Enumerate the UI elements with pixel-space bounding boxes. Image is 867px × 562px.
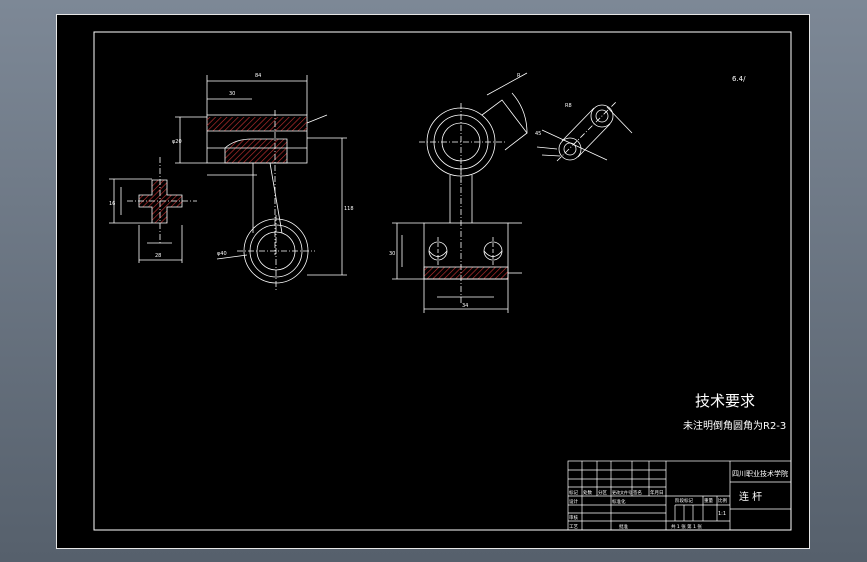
label-signature: 签名 (633, 489, 642, 496)
label-scale: 比例 (718, 497, 727, 504)
side-view (392, 72, 528, 313)
label-mark: 标记 (569, 489, 578, 496)
svg-text:34: 34 (462, 303, 468, 309)
drawing-canvas[interactable]: 84 30 φ20 118 φ40 16 28 34 30 R R8 45 6.… (57, 15, 811, 550)
svg-text:28: 28 (155, 253, 161, 259)
inner-frame (93, 31, 792, 531)
part-name: 连 杆 (739, 490, 762, 503)
tech-requirements-title: 技术要求 (695, 392, 755, 410)
scale-value: 1:1 (718, 511, 726, 517)
svg-text:84: 84 (255, 73, 261, 79)
svg-text:R8: R8 (565, 103, 572, 109)
title-block (567, 460, 792, 531)
label-zone: 分区 (598, 489, 607, 496)
cross-section-view (109, 157, 197, 263)
sheet-info: 共 1 张 第 1 张 (671, 523, 702, 530)
svg-text:30: 30 (389, 251, 395, 257)
tech-requirements-note: 未注明倒角圆角为R2-3 (683, 419, 786, 432)
svg-text:R: R (517, 73, 521, 79)
svg-text:45: 45 (535, 131, 541, 137)
label-standard: 标准化 (612, 498, 626, 505)
roughness-symbol: 6.4/ (732, 75, 746, 83)
label-change-doc: 更改文件号 (612, 489, 632, 495)
drawing-sheet[interactable]: 84 30 φ20 118 φ40 16 28 34 30 R R8 45 6.… (56, 14, 810, 549)
label-design: 设计 (569, 498, 578, 505)
label-process: 工艺 (569, 524, 578, 530)
school-name: 四川职业技术学院 (732, 469, 788, 478)
label-count: 处数 (583, 489, 592, 496)
svg-text:118: 118 (344, 206, 354, 212)
svg-text:φ40: φ40 (217, 251, 227, 257)
label-date: 年月日 (650, 489, 664, 496)
front-view (175, 75, 347, 290)
label-approve: 批准 (619, 523, 628, 530)
svg-text:φ20: φ20 (172, 139, 182, 145)
detail-view (536, 100, 633, 162)
label-review: 审核 (569, 514, 578, 521)
label-weight: 重量 (704, 497, 713, 504)
label-stage: 阶段标记 (675, 497, 693, 504)
dimension-text-marks: 84 30 φ20 118 φ40 16 28 34 30 R R8 45 (109, 73, 572, 309)
svg-text:30: 30 (229, 91, 235, 97)
svg-text:16: 16 (109, 201, 115, 207)
title-block-text: 四川职业技术学院 连 杆 标记 处数 分区 更改文件号 签名 年月日 设计 标准… (569, 469, 788, 530)
